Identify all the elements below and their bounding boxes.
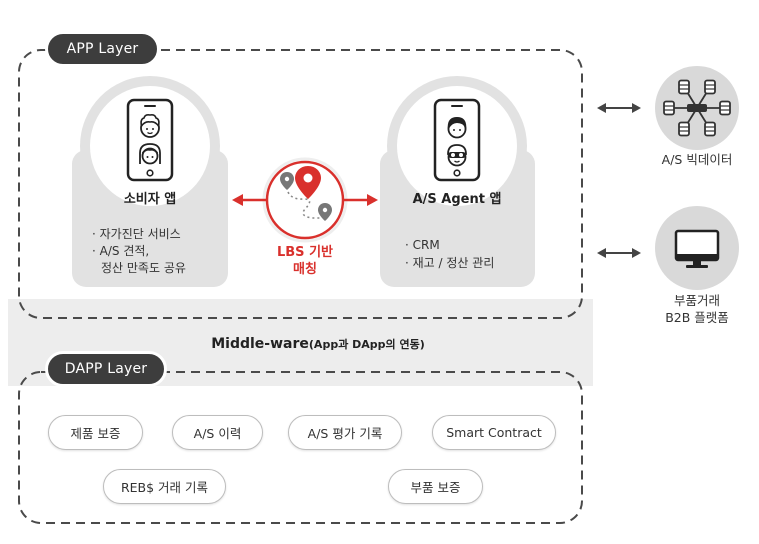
feature-item: · CRM	[405, 238, 440, 252]
network-database-icon	[655, 66, 739, 150]
arrow-right-icon	[343, 194, 378, 206]
user-avatar-icon	[140, 114, 160, 138]
double-arrow-icon	[597, 103, 641, 113]
monitor-icon	[655, 206, 739, 290]
dapp-module: Smart Contract	[432, 415, 556, 450]
agent-app-title: A/S Agent 앱	[412, 192, 502, 207]
smartphone-icon	[126, 98, 174, 182]
arrow-left-icon	[232, 194, 268, 206]
consumer-app-features: · 자가진단 서비스 · A/S 견적, 정산 만족도 공유	[92, 226, 186, 277]
lbs-label-line: LBS 기반	[276, 245, 333, 260]
dapp-module: 부품 보증	[388, 469, 483, 504]
feature-item: 정산 만족도 공유	[101, 261, 186, 275]
b2b-label-line: 부품거래	[673, 293, 720, 308]
consumer-app-title: 소비자 앱	[123, 192, 177, 207]
user-avatar-icon	[139, 143, 161, 165]
app-layer-label: APP Layer	[45, 31, 160, 67]
app-layer-boundary	[18, 49, 583, 319]
middleware-title: Middle-ware	[211, 336, 309, 352]
b2b-platform-label: 부품거래 B2B 플랫폼	[642, 292, 752, 326]
lbs-matching-label: LBS 기반 매칭	[255, 244, 355, 278]
big-data-label-line: A/S 빅데이터	[661, 152, 733, 167]
middleware-subtitle: (App과 DApp의 연동)	[308, 338, 425, 351]
dapp-module: A/S 이력	[172, 415, 263, 450]
dapp-module: A/S 평가 기록	[288, 415, 402, 450]
lbs-label-line: 매칭	[293, 262, 317, 277]
dapp-layer-boundary	[18, 371, 583, 524]
feature-item: · A/S 견적,	[92, 244, 150, 258]
agent-app-features: · CRM · 재고 / 정산 관리	[405, 236, 494, 272]
dapp-layer-label: DAPP Layer	[45, 351, 167, 387]
dapp-module: REB$ 거래 기록	[103, 469, 226, 504]
lbs-matching-node	[262, 157, 348, 243]
technician-avatar-icon	[447, 144, 467, 167]
big-data-label: A/S 빅데이터	[642, 151, 752, 168]
smartphone-icon	[433, 98, 481, 182]
dapp-module: 제품 보증	[48, 415, 143, 450]
b2b-label-line: B2B 플랫폼	[665, 310, 729, 325]
feature-item: · 재고 / 정산 관리	[405, 256, 495, 270]
agent-avatar-icon	[447, 117, 467, 139]
route-path-icon	[287, 191, 320, 219]
feature-item: · 자가진단 서비스	[92, 227, 181, 241]
middleware-label: Middle-ware(App과 DApp의 연동)	[168, 333, 468, 352]
double-arrow-icon	[597, 248, 641, 258]
